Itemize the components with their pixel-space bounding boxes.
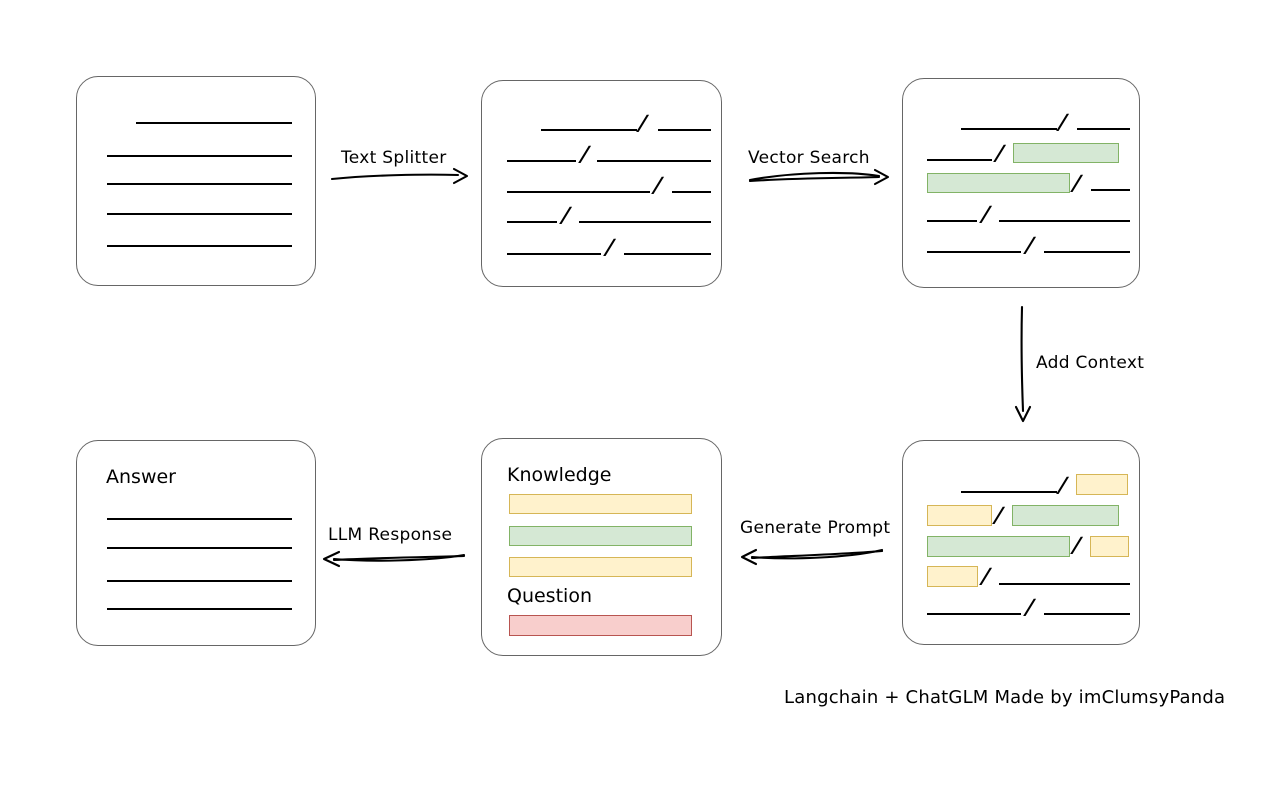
- text-line: [107, 183, 292, 185]
- footer-credit: Langchain + ChatGLM Made by imClumsyPand…: [784, 687, 1226, 708]
- text-line: [1091, 189, 1130, 191]
- arrow-text-splitter: [330, 167, 469, 185]
- node-matched-chunks[interactable]: / / / / /: [902, 78, 1140, 288]
- chunk-separator: /: [1071, 171, 1082, 195]
- chunk-separator: /: [993, 503, 1004, 527]
- text-line: [507, 221, 557, 223]
- node-source-document[interactable]: [76, 76, 316, 286]
- node-prompt[interactable]: Knowledge Question: [481, 438, 722, 656]
- text-line: [927, 251, 1021, 253]
- question-bar-red[interactable]: [509, 615, 692, 636]
- chunk-highlight-yellow[interactable]: [927, 566, 978, 587]
- chunk-separator: /: [579, 142, 590, 166]
- text-line: [927, 159, 992, 161]
- chunk-separator: /: [1024, 595, 1035, 619]
- text-line: [107, 547, 292, 549]
- chunk-highlight-yellow[interactable]: [1090, 536, 1129, 557]
- text-line: [961, 491, 1057, 493]
- chunk-separator: /: [1024, 233, 1035, 257]
- text-line: [107, 155, 292, 157]
- text-line: [136, 122, 292, 124]
- chunk-highlight-green[interactable]: [1012, 505, 1119, 526]
- arrow-add-context: [1014, 305, 1032, 423]
- text-line: [107, 608, 292, 610]
- text-line: [107, 580, 292, 582]
- text-line: [597, 160, 711, 162]
- text-line: [579, 221, 711, 223]
- chunk-separator: /: [980, 564, 991, 588]
- arrow-vector-search: [748, 168, 890, 186]
- chunk-separator: /: [652, 173, 663, 197]
- text-line: [961, 128, 1057, 130]
- arrow-label-text-splitter: Text Splitter: [341, 148, 447, 168]
- text-line: [658, 129, 711, 131]
- knowledge-bar-yellow[interactable]: [509, 557, 692, 577]
- text-line: [107, 518, 292, 520]
- text-line: [999, 220, 1130, 222]
- text-line: [927, 613, 1021, 615]
- text-line: [541, 129, 637, 131]
- text-line: [107, 213, 292, 215]
- arrow-label-llm-response: LLM Response: [328, 525, 453, 545]
- text-line: [507, 191, 650, 193]
- arrow-label-vector-search: Vector Search: [748, 148, 870, 168]
- text-line: [672, 191, 711, 193]
- text-line: [507, 160, 576, 162]
- question-label: Question: [507, 585, 592, 607]
- chunk-separator: /: [560, 203, 571, 227]
- answer-label: Answer: [106, 466, 176, 488]
- text-line: [1044, 251, 1130, 253]
- chunk-separator: /: [604, 235, 615, 259]
- chunk-highlight-green[interactable]: [927, 173, 1070, 193]
- chunk-highlight-green[interactable]: [927, 536, 1070, 557]
- arrow-label-generate-prompt: Generate Prompt: [740, 518, 891, 538]
- text-line: [507, 253, 601, 255]
- node-split-chunks[interactable]: / / / / /: [481, 80, 722, 287]
- text-line: [1044, 613, 1130, 615]
- chunk-separator: /: [1071, 533, 1082, 557]
- node-answer[interactable]: Answer: [76, 440, 316, 646]
- arrow-label-add-context: Add Context: [1036, 353, 1145, 373]
- text-line: [624, 253, 711, 255]
- knowledge-label: Knowledge: [507, 464, 612, 486]
- chunk-highlight-green[interactable]: [1013, 143, 1119, 163]
- text-line: [999, 583, 1130, 585]
- chunk-separator: /: [1057, 473, 1068, 497]
- knowledge-bar-green[interactable]: [509, 526, 692, 546]
- text-line: [107, 245, 292, 247]
- chunk-highlight-yellow[interactable]: [927, 505, 992, 526]
- chunk-separator: /: [980, 202, 991, 226]
- arrow-generate-prompt: [740, 548, 884, 566]
- text-line: [927, 220, 977, 222]
- chunk-highlight-yellow[interactable]: [1076, 474, 1128, 495]
- chunk-separator: /: [637, 111, 648, 135]
- chunk-separator: /: [1057, 110, 1068, 134]
- knowledge-bar-yellow[interactable]: [509, 494, 692, 514]
- node-context-chunks[interactable]: / / / / /: [902, 440, 1140, 645]
- text-line: [1077, 128, 1130, 130]
- arrow-llm-response: [322, 550, 466, 568]
- chunk-separator: /: [994, 141, 1005, 165]
